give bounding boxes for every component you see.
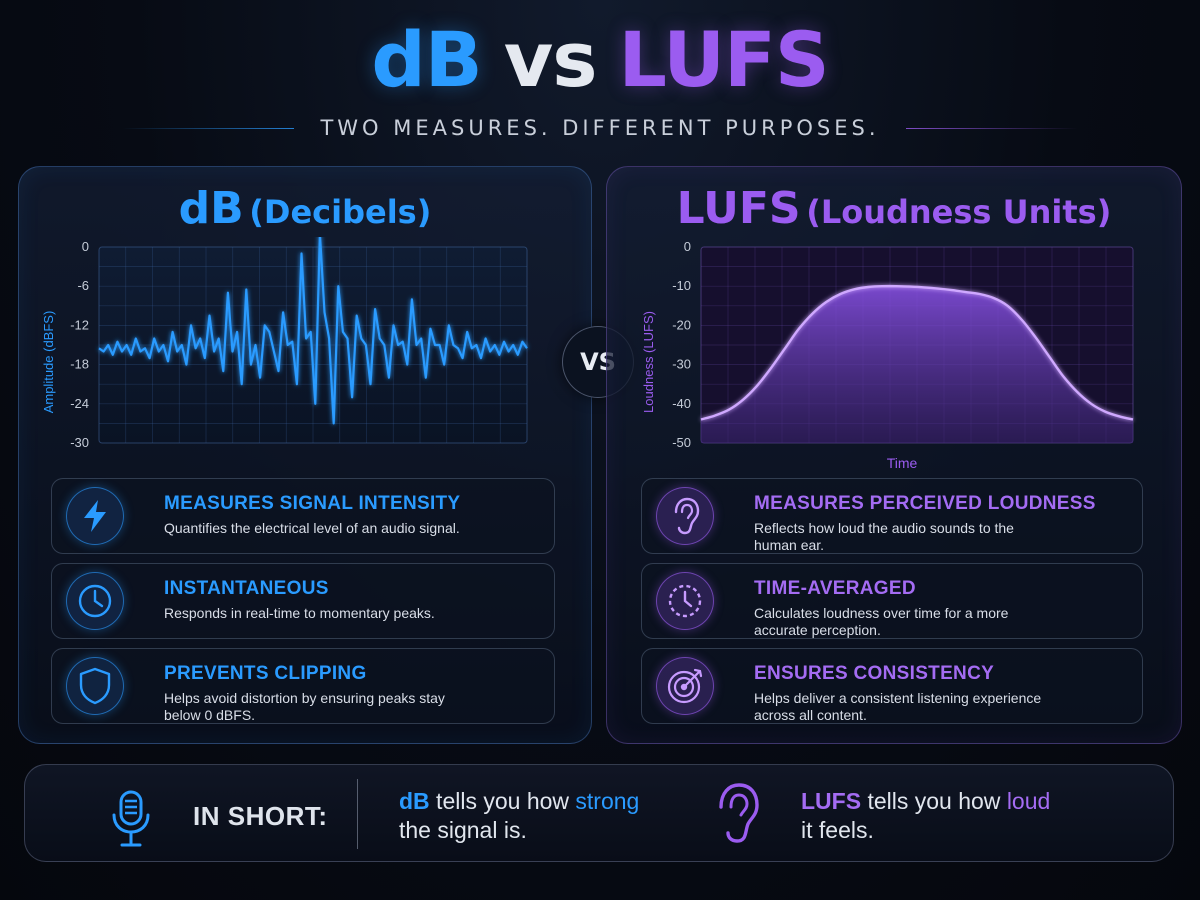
lufs-y-tick-label: -50 — [672, 435, 691, 450]
db-plot-area — [98, 246, 528, 444]
lufs-card-desc: Calculates loudness over time for a more… — [754, 605, 1009, 638]
summary-divider — [357, 779, 358, 849]
subtitle-divider-right — [905, 127, 1078, 129]
lufs-curve-line — [700, 284, 1134, 421]
lufs-card-title: ENSURES CONSISTENCY — [754, 663, 995, 684]
lufs-y-tick-label: -20 — [672, 317, 691, 332]
subtitle: TWO MEASURES. DIFFERENT PURPOSES. — [320, 116, 880, 140]
summary-lufs-post: it feels. — [801, 817, 874, 843]
lufs-card-desc: Reflects how loud the audio sounds to th… — [754, 520, 1014, 553]
lufs-title-sub: (Loudness Units) — [806, 193, 1112, 231]
summary-label: IN SHORT: — [193, 801, 328, 831]
db-title-sub: (Decibels) — [249, 193, 432, 231]
lufs-panel: LUFS (Loudness Units) 0 -10 -20 -30 -40 -50 L… — [606, 166, 1182, 744]
lufs-y-tick-label: -10 — [672, 278, 691, 293]
ear-icon — [656, 487, 714, 545]
lufs-title-main: LUFS — [676, 183, 801, 234]
title-lufs: LUFS — [618, 15, 830, 104]
summary-lufs-highlight: loud — [1006, 788, 1051, 814]
title-vs: vs — [503, 15, 598, 104]
stopwatch-icon — [656, 572, 714, 630]
summary-db-text: dB tells you how strong the signal is. — [399, 787, 699, 845]
target-icon — [656, 657, 714, 715]
title-db: dB — [371, 15, 482, 104]
summary-lufs-text: LUFS tells you how loud it feels. — [801, 787, 1121, 845]
lufs-card-perceived-loudness: MEASURES PERCEIVED LOUDNESS Reflects how… — [641, 478, 1143, 554]
lufs-y-tick-label: 0 — [684, 239, 691, 254]
db-card-desc: Responds in real-time to momentary peaks… — [164, 605, 435, 621]
db-card-prevents-clipping: PREVENTS CLIPPING Helps avoid distortion… — [51, 648, 555, 724]
db-card-title: MEASURES SIGNAL INTENSITY — [164, 493, 461, 514]
lufs-card-title: TIME-AVERAGED — [754, 578, 916, 599]
db-y-axis-label: Amplitude (dBFS) — [41, 311, 56, 414]
ear-icon — [711, 781, 763, 852]
db-card-instantaneous: INSTANTANEOUS Responds in real-time to m… — [51, 563, 555, 639]
db-waveform-line — [98, 237, 528, 425]
lufs-y-tick-label: -40 — [672, 396, 691, 411]
summary-db-pre: tells you how — [429, 788, 576, 814]
db-y-tick-label: 0 — [82, 239, 89, 254]
summary-db-highlight: strong — [575, 788, 640, 814]
subtitle-divider-left — [122, 127, 295, 129]
lufs-loudness-chart: 0 -10 -20 -30 -40 -50 Loudness (LUFS) Time — [641, 239, 1134, 471]
summary-db-post: the signal is. — [399, 817, 527, 843]
db-card-title: INSTANTANEOUS — [164, 578, 329, 599]
lufs-card-desc: Helps deliver a consistent listening exp… — [754, 690, 1042, 723]
db-card-title: PREVENTS CLIPPING — [164, 663, 367, 684]
db-y-tick-label: -24 — [70, 396, 89, 411]
summary-bar: IN SHORT: dB tells you how strong the si… — [24, 764, 1174, 862]
lufs-panel-title: LUFS (Loudness Units) — [607, 187, 1181, 231]
db-y-tick-label: -12 — [70, 317, 89, 332]
lufs-card-time-averaged: TIME-AVERAGED Calculates loudness over t… — [641, 563, 1143, 639]
db-y-tick-label: -30 — [70, 435, 89, 450]
db-y-tick-label: -18 — [70, 357, 89, 372]
db-card-desc: Quantifies the electrical level of an au… — [164, 520, 460, 536]
lufs-card-consistency: ENSURES CONSISTENCY Helps deliver a cons… — [641, 648, 1143, 724]
db-panel-title: dB (Decibels) — [19, 187, 591, 231]
lufs-x-axis-label: Time — [887, 455, 918, 471]
db-y-tick-label: -6 — [77, 278, 89, 293]
microphone-icon — [109, 789, 153, 854]
db-card-desc: Helps avoid distortion by ensuring peaks… — [164, 690, 445, 723]
lightning-icon — [66, 487, 124, 545]
db-title-main: dB — [178, 183, 244, 234]
lufs-y-axis-label: Loudness (LUFS) — [641, 311, 656, 413]
lufs-card-title: MEASURES PERCEIVED LOUDNESS — [754, 493, 1096, 514]
summary-db-term: dB — [399, 788, 430, 814]
db-card-signal-intensity: MEASURES SIGNAL INTENSITY Quantifies the… — [51, 478, 555, 554]
summary-lufs-term: LUFS — [801, 788, 862, 814]
db-panel: dB (Decibels) 0 -6 -12 -18 -24 -30 Amplitude … — [18, 166, 592, 744]
summary-lufs-pre: tells you how — [861, 788, 1007, 814]
shield-icon — [66, 657, 124, 715]
lufs-y-tick-label: -30 — [672, 357, 691, 372]
subtitle-row: TWO MEASURES. DIFFERENT PURPOSES. — [0, 116, 1200, 140]
db-waveform-chart: 0 -6 -12 -18 -24 -30 Amplitude (dBFS) — [41, 237, 528, 450]
clock-icon — [66, 572, 124, 630]
